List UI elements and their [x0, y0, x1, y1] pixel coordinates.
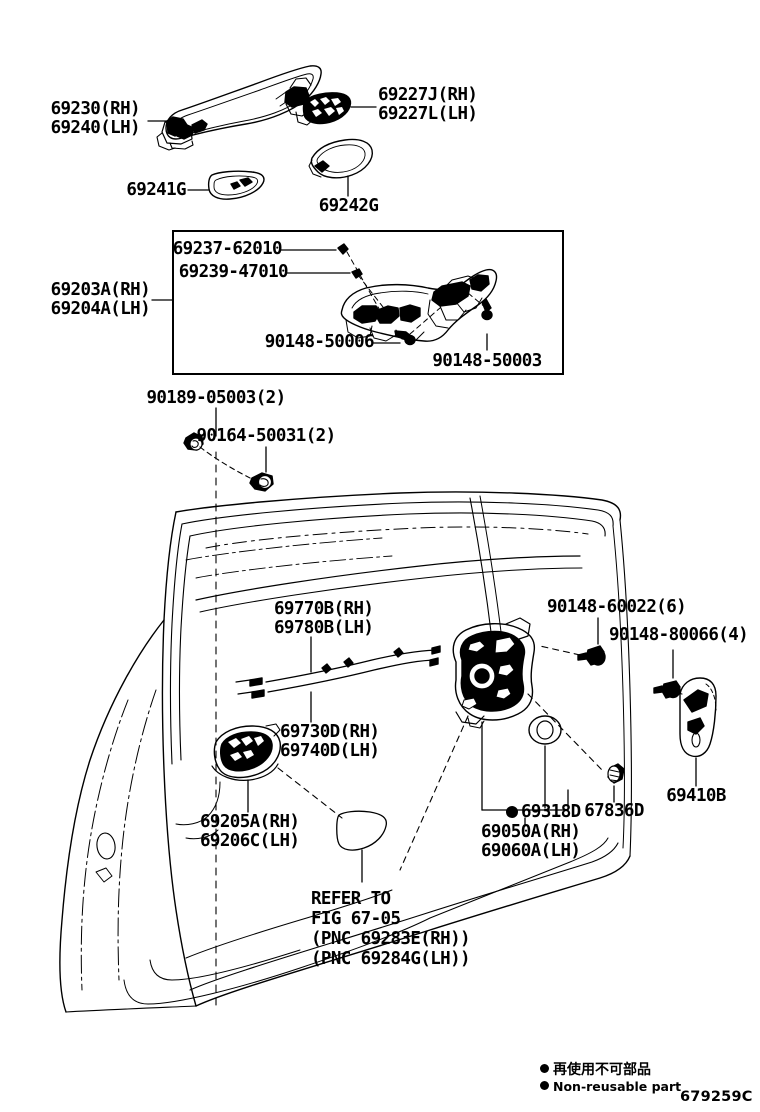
- label-screw-90148-50003: 90148-50003: [432, 351, 542, 371]
- leader-lines: [147, 106, 697, 827]
- figure-code: 679259C: [680, 1089, 753, 1105]
- bolt-art: [577, 645, 681, 699]
- label-inner-handle-sub: 69730D(RH) 69740D(LH): [280, 722, 380, 761]
- handle-frame-box: [172, 230, 564, 375]
- grommet-art: [607, 763, 625, 784]
- label-refer-to-note: REFER TO FIG 67-05 (PNC 69283E(RH)) (PNC…: [311, 889, 471, 969]
- legend-dot-icon: [540, 1064, 549, 1073]
- label-outer-handle: 69230(RH) 69240(LH): [50, 99, 141, 138]
- door-lock-assembly-art: [452, 617, 536, 729]
- label-screw-90148-80066: 90148-80066(4): [609, 625, 749, 645]
- label-striker: 69410B: [666, 786, 726, 806]
- label-clip-69239: 69239-47010: [178, 262, 289, 282]
- outer-door-handle-art: [156, 65, 322, 151]
- label-grommet-67836d: 67836D: [584, 801, 644, 821]
- handle-cap-left-art: [207, 170, 265, 200]
- inner-handle-art: [211, 723, 281, 781]
- handle-cap-right-art: [308, 138, 373, 179]
- legend-english-row: Non-reusable part: [540, 1079, 681, 1095]
- label-handle-cover: 69227J(RH) 69227L(LH): [378, 85, 478, 124]
- label-seal-69318d: 69318D: [521, 802, 581, 822]
- label-clip-69237: 69237-62010: [172, 239, 283, 259]
- legend-block: 再使用不可部品 Non-reusable part: [540, 1062, 681, 1095]
- label-screw-90148-50006: 90148-50006: [264, 332, 375, 352]
- legend-japanese-row: 再使用不可部品: [540, 1062, 681, 1079]
- seal-ring-art: [528, 715, 562, 745]
- legend-dot-icon-2: [540, 1081, 549, 1090]
- refer-to-tag: [336, 810, 388, 883]
- legend-japanese-text: 再使用不可部品: [553, 1062, 651, 1078]
- striker-art: [679, 677, 717, 758]
- label-lock-assy: 69050A(RH) 69060A(LH): [481, 822, 581, 861]
- label-screw-90164: 90164-50031(2): [196, 426, 336, 446]
- control-cable-art: [235, 645, 441, 699]
- non-reusable-marker-icon: [506, 806, 518, 818]
- label-handle-cap-right: 69242G: [318, 196, 379, 216]
- legend-english-text: Non-reusable part: [553, 1079, 682, 1094]
- label-plug-90189: 90189-05003(2): [146, 388, 286, 408]
- label-handle-cap-left: 69241G: [126, 180, 186, 200]
- handle-cover-part-art: [302, 92, 352, 125]
- label-screw-90148-60022: 90148-60022(6): [547, 597, 687, 617]
- label-inner-handle: 69205A(RH) 69206C(LH): [200, 812, 300, 851]
- label-cable-assy: 69770B(RH) 69780B(LH): [274, 599, 374, 638]
- label-handle-frame: 69203A(RH) 69204A(LH): [50, 280, 151, 319]
